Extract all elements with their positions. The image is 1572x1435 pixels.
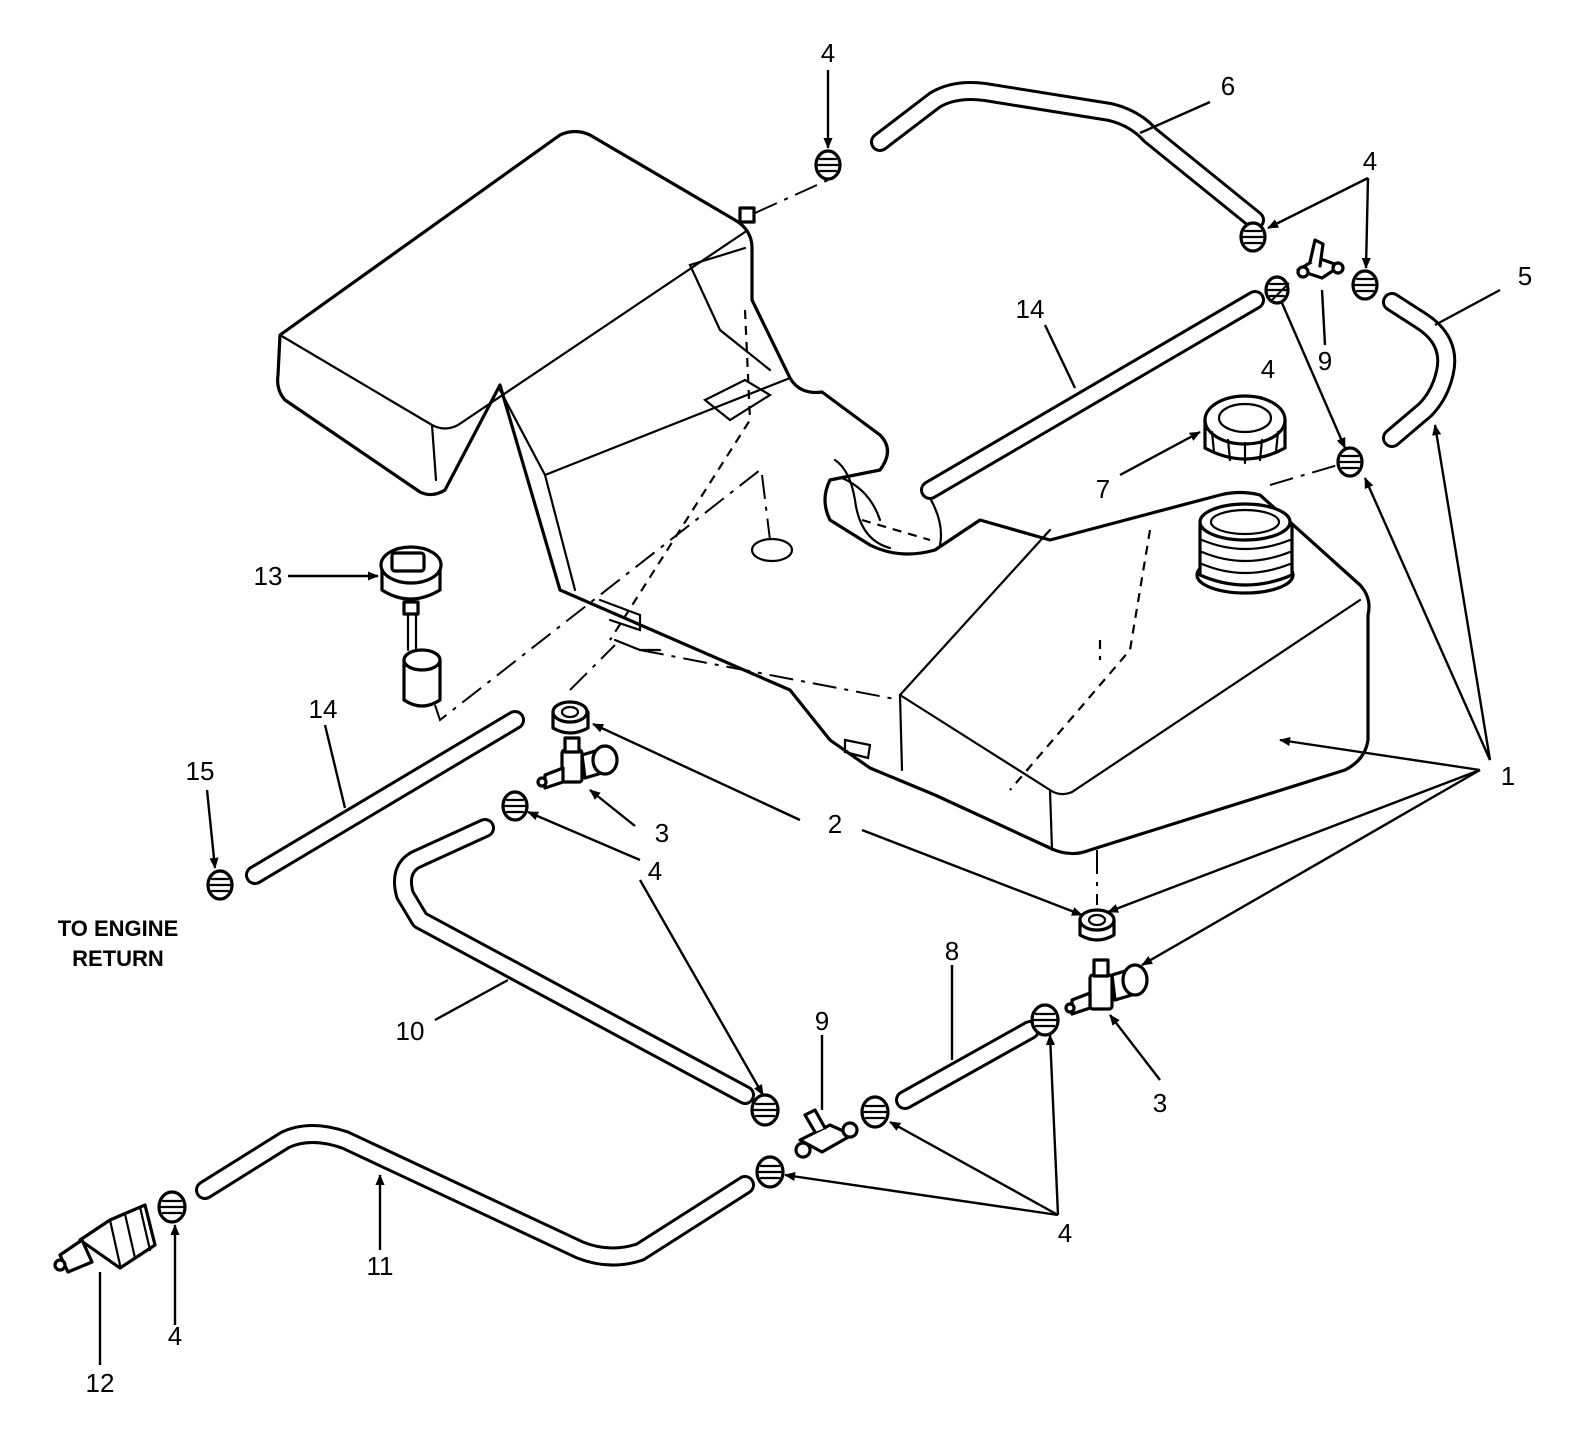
callout-4-bottom-left: 4 — [168, 1321, 182, 1351]
callout-6: 6 — [1221, 71, 1235, 101]
shutoff-valve-upper-icon — [536, 736, 619, 790]
callout-4-right-top: 4 — [1363, 146, 1377, 176]
callout-13: 13 — [254, 561, 283, 591]
callout-4-bottom-right: 4 — [1058, 1218, 1072, 1248]
leader-lines — [98, 70, 1501, 1365]
note-line-2: RETURN — [72, 946, 164, 971]
callout-2: 2 — [828, 809, 842, 839]
callout-12: 12 — [86, 1368, 115, 1398]
fuel-tank — [276, 129, 1371, 856]
grommet-upper-icon — [551, 700, 590, 735]
callout-4-middle: 4 — [648, 856, 662, 886]
callout-1: 1 — [1501, 761, 1515, 791]
callout-8: 8 — [945, 936, 959, 966]
callout-4-right-mid: 4 — [1261, 354, 1275, 384]
alignment-lines — [434, 179, 1339, 905]
clamp-icon — [157, 149, 1379, 1224]
callout-7: 7 — [1096, 474, 1110, 504]
callout-14-lower: 14 — [309, 694, 338, 724]
hose-10 — [393, 818, 755, 1105]
callout-15: 15 — [186, 756, 215, 786]
shutoff-valve-lower-icon — [1064, 958, 1149, 1016]
hose-11 — [195, 1124, 755, 1267]
fuel-gauge-icon — [379, 545, 443, 708]
callout-9-lower: 9 — [815, 1006, 829, 1036]
hose-6 — [870, 81, 1265, 230]
callout-14-upper: 14 — [1016, 294, 1045, 324]
callout-3-upper: 3 — [655, 818, 669, 848]
callout-3-lower: 3 — [1153, 1088, 1167, 1118]
callout-10: 10 — [396, 1016, 425, 1046]
tee-fitting-upper-icon — [1296, 238, 1345, 280]
tee-fitting-lower-icon — [794, 1108, 859, 1159]
engine-return-note: TO ENGINE RETURN — [58, 916, 179, 971]
fuel-filter-icon — [53, 1203, 157, 1274]
hose-8 — [895, 1020, 1040, 1110]
callout-5: 5 — [1518, 261, 1532, 291]
callout-4-top: 4 — [821, 38, 835, 68]
note-line-1: TO ENGINE — [58, 916, 179, 941]
filler-neck — [1195, 502, 1295, 595]
hose-14-upper — [920, 290, 1265, 500]
callout-11: 11 — [367, 1251, 394, 1281]
grommet-lower-icon — [1078, 908, 1116, 942]
callout-labels: 4 6 4 5 14 9 4 7 13 14 15 1 3 2 4 8 10 9… — [86, 38, 1533, 1398]
fuel-cap-icon — [1203, 394, 1287, 465]
hose-5 — [1382, 292, 1457, 448]
hose-14-lower — [245, 710, 525, 885]
callout-9-upper: 9 — [1318, 346, 1332, 376]
